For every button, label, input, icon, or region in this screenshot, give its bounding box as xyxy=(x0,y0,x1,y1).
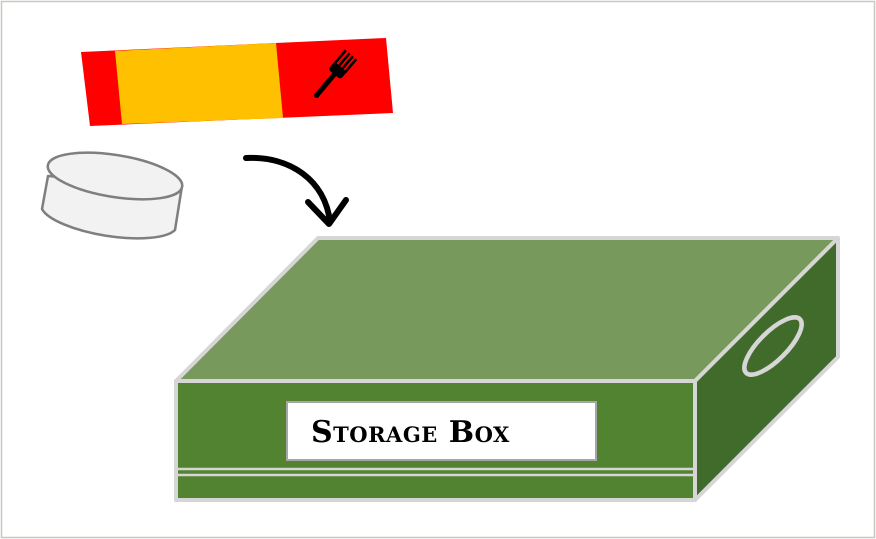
fork-icon xyxy=(314,49,358,99)
food-bar xyxy=(81,38,393,126)
box-handle xyxy=(742,315,804,377)
can-lid xyxy=(46,151,184,201)
storage-box: Storage Box xyxy=(174,236,840,502)
box-label-plate xyxy=(286,401,597,461)
box-label: Storage Box xyxy=(311,415,510,450)
food-bar-band xyxy=(115,43,283,124)
can xyxy=(40,151,184,240)
curved-arrow-icon xyxy=(243,154,349,227)
